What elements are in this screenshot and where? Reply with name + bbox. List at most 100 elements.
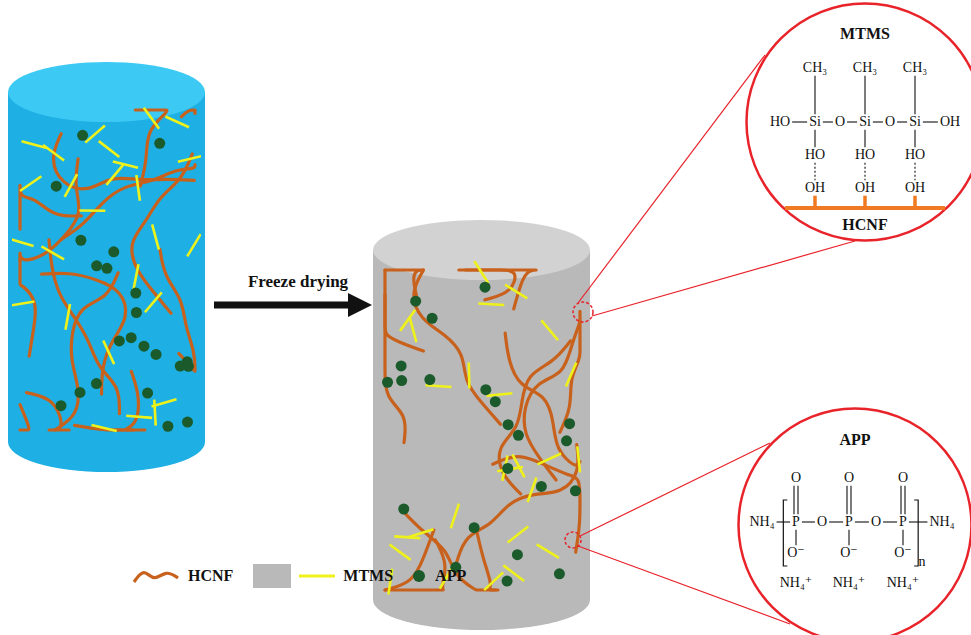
mtms-rod	[9, 239, 34, 246]
chem-bond	[792, 121, 807, 122]
hcnf-fiber	[459, 270, 536, 309]
mtms-rod	[390, 545, 411, 560]
atom-label: O	[885, 114, 895, 129]
app-particle	[182, 417, 193, 428]
mtms-rod	[144, 108, 159, 129]
app-particle	[502, 576, 513, 587]
atom-label: OH	[855, 180, 875, 195]
mtms-rod	[410, 317, 417, 342]
chem-bond	[793, 486, 794, 515]
mtms-rod	[484, 572, 503, 590]
mtms-rod	[133, 264, 138, 290]
zoom-circle: MTMSCH₃CH₃CH₃HOSiOSiOSiOHHOHOHOOHOHOHHCN…	[745, 2, 971, 242]
atom-label: O	[817, 514, 827, 529]
arrow-shaft	[214, 302, 350, 309]
mtms-rod	[43, 145, 64, 160]
aerogel-cylinder	[373, 220, 590, 630]
chem-bond	[823, 121, 833, 122]
chem-bond	[855, 521, 869, 522]
process-label: Freeze drying	[248, 272, 348, 292]
app-particle	[114, 335, 125, 346]
atom-label: NH₄	[929, 514, 954, 529]
app-particle	[130, 288, 141, 299]
app-particle	[74, 387, 85, 398]
circle-border	[747, 4, 971, 241]
app-particle	[424, 374, 435, 385]
mtms-rod	[41, 246, 64, 259]
structure-title: HCNF	[842, 216, 887, 234]
hcnf-fiber	[55, 273, 118, 430]
zoom-circle: APPOOONH₄POPOPNH₄nO⁻O⁻O⁻NH₄⁺NH₄⁺NH₄⁺	[737, 407, 971, 635]
hcnf-fiber	[20, 259, 35, 356]
chem-bond	[902, 530, 903, 546]
hydroxyl-stub	[813, 196, 817, 208]
app-particle	[108, 246, 119, 257]
legend-item: MTMS	[249, 562, 393, 590]
hcnf-fiber	[560, 311, 580, 432]
app-particle	[561, 435, 572, 446]
chem-bond	[814, 76, 815, 115]
app-particle	[398, 503, 409, 514]
legend-sample	[130, 562, 182, 590]
chem-bond	[883, 521, 897, 522]
chem-bond	[914, 163, 915, 181]
atom-label: O	[791, 470, 801, 485]
legend-text: MTMS	[343, 567, 393, 585]
hydroxyl-stub	[863, 196, 867, 208]
chem-bond	[923, 121, 938, 122]
atom-label: O⁻	[787, 545, 805, 560]
atom-label: P	[899, 514, 907, 529]
hcnf-fiber	[499, 341, 570, 494]
app-particle	[564, 418, 575, 429]
mtms-rod	[65, 174, 77, 197]
mtms-rod	[541, 320, 558, 340]
atom-label: OH	[805, 180, 825, 195]
app-particle	[101, 263, 112, 274]
chem-bond	[914, 76, 915, 115]
mtms-rod	[409, 529, 434, 537]
leader-line	[578, 55, 765, 303]
legend-text: APP	[435, 567, 466, 585]
repeat-bracket	[783, 500, 787, 566]
mtms-rod	[65, 304, 70, 330]
app-particle	[513, 430, 524, 441]
atom-label: CH₃	[803, 60, 827, 75]
mtms-rod	[113, 161, 138, 167]
chem-bond	[848, 530, 849, 546]
chem-bond	[904, 486, 905, 515]
mtms-rod	[478, 303, 504, 305]
mtms-rod	[22, 141, 47, 148]
chem-bond	[864, 163, 865, 181]
mtms-rod	[20, 176, 41, 191]
hcnf-fiber	[26, 393, 69, 430]
hcnf-fiber	[20, 405, 29, 430]
app-particle	[396, 360, 407, 371]
legend-sample	[249, 562, 337, 590]
bonds	[777, 486, 928, 566]
hcnf-fiber	[493, 457, 580, 553]
app-particle	[151, 349, 162, 360]
atom-label: OH	[940, 114, 960, 129]
chem-bond	[814, 130, 815, 148]
app-particle	[142, 388, 153, 399]
app-particle	[512, 549, 523, 560]
mtms-rod	[103, 340, 114, 364]
atom-label: NH₄⁺	[887, 575, 920, 590]
mtms-rod	[512, 454, 524, 477]
atom-label: O	[898, 470, 908, 485]
atom-label: Si	[909, 114, 921, 129]
legend-item: HCNF	[130, 562, 233, 590]
structure-title: MTMS	[840, 25, 890, 43]
rod-sample	[299, 575, 335, 578]
app-particle	[396, 375, 407, 386]
mtms-rod	[152, 224, 159, 249]
mtms-rod	[426, 385, 452, 387]
mtms-rod	[106, 165, 123, 185]
app-particle	[554, 568, 565, 579]
atom-label: O	[835, 114, 845, 129]
leader-line	[592, 241, 855, 316]
hcnf-fiber	[49, 240, 119, 414]
fiber-mix	[9, 108, 204, 432]
atom-label: O⁻	[840, 545, 858, 560]
mtms-rod	[451, 504, 459, 529]
